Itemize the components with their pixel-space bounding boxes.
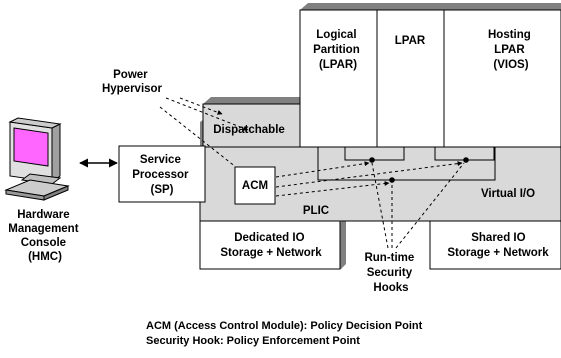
hypervisor-pointers [159,97,249,166]
computer-icon [4,117,70,201]
legend-acm: ACM (Access Control Module): Policy Deci… [146,320,423,332]
acm-box [234,166,276,205]
partition-label-lpar2: LPAR [395,35,426,47]
service-processor-label: Service Processor (SP) [132,154,191,196]
security-hooks-pointers [371,162,465,249]
hook-dot-lpar [369,157,375,163]
acm-label: ACM [242,180,268,192]
dispatchable-box [202,97,301,148]
dispatchable-label: Dispatchable [213,124,285,136]
shared-io-box [429,220,561,270]
shared-io-label: Shared IO Storage + Network [447,232,549,259]
security-hooks-label: Run-time Security Hooks [364,252,417,294]
security-hook-dots [369,157,469,183]
dedicated-io-box [199,217,346,270]
service-processor-box [118,145,206,203]
plic-label: PLIC [303,205,329,217]
hmc-label: Hardware Management Console (HMC) [8,209,82,263]
hook-dot-vio [389,177,395,183]
partition-label-lpar: Logical Partition (LPAR) [313,29,363,71]
power-hypervisor-label: Power Hypervisor [102,69,163,95]
legend-security-hook: Security Hook: Policy Enforcement Point [146,335,360,347]
partition-boxes [299,3,561,148]
hook-dot-vios [463,157,469,163]
partition-label-vios: Hosting LPAR (VIOS) [488,29,534,71]
acm-hook-links [275,161,463,197]
virtual-io-label: Virtual I/O [481,188,535,200]
dedicated-io-label: Dedicated IO Storage + Network [220,232,322,259]
